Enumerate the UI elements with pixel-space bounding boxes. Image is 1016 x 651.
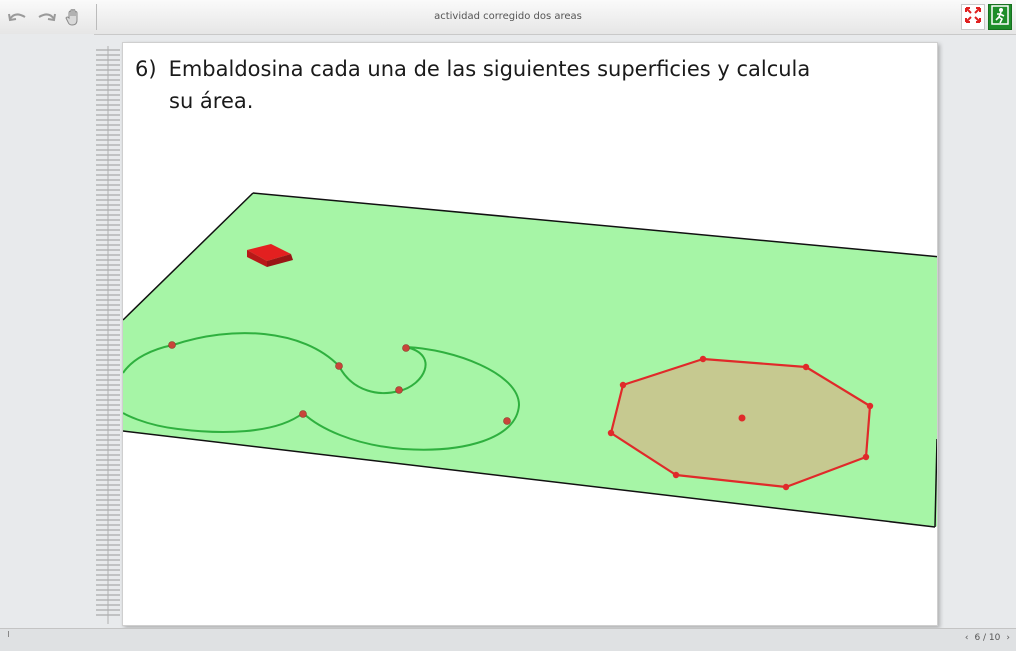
exercise-instruction: 6) Embaldosina cada una de las siguientes…: [135, 53, 915, 117]
curve-point[interactable]: [335, 362, 343, 370]
fullscreen-button[interactable]: [961, 4, 985, 30]
toolbar-left: [6, 5, 86, 29]
curve-point[interactable]: [503, 417, 511, 425]
red-tile[interactable]: [247, 244, 293, 267]
redo-icon[interactable]: [34, 6, 58, 28]
octagon-vertex[interactable]: [672, 471, 680, 479]
page-indicator: 6 / 10: [974, 633, 1001, 643]
curve-point[interactable]: [168, 341, 176, 349]
status-marker: [8, 631, 9, 637]
plane-edge-top: [252, 192, 937, 258]
octagon-center[interactable]: [738, 414, 746, 422]
notebook-page: 6) Embaldosina cada una de las siguientes…: [122, 42, 938, 626]
instruction-line-2: su área.: [169, 89, 254, 113]
notebook-binding: [96, 46, 120, 624]
curve-control-points: [168, 341, 511, 425]
toolbar-right: [961, 4, 1012, 30]
exercise-number: 6): [135, 57, 157, 81]
side-panel: [0, 34, 94, 626]
exit-icon: [991, 5, 1009, 29]
page-navigator: ‹ 6 / 10 ›: [965, 633, 1010, 643]
octagon-vertex[interactable]: [699, 355, 707, 363]
plane-edge-left: [123, 192, 254, 321]
octagon-vertex[interactable]: [862, 453, 870, 461]
octagon-vertex[interactable]: [802, 363, 810, 371]
fullscreen-icon: [965, 7, 981, 27]
plane-edge-right: [934, 438, 937, 528]
instruction-line-1: Embaldosina cada una de las siguientes s…: [168, 57, 811, 81]
octagon-vertex[interactable]: [607, 429, 615, 437]
curve-point[interactable]: [299, 410, 307, 418]
curve-point[interactable]: [395, 386, 403, 394]
geometry-scene: [123, 192, 937, 528]
toolbar-separator: [96, 4, 97, 30]
undo-icon[interactable]: [6, 6, 30, 28]
exit-button[interactable]: [988, 4, 1012, 30]
octagon-vertex[interactable]: [866, 402, 874, 410]
hand-tool-icon[interactable]: [62, 6, 86, 28]
octagon-vertex[interactable]: [782, 483, 790, 491]
status-bar: ‹ 6 / 10 ›: [0, 628, 1016, 651]
next-page-button[interactable]: ›: [1006, 633, 1010, 643]
plane-edge-bottom: [123, 430, 936, 528]
curved-figure[interactable]: [123, 332, 521, 451]
previous-page-button[interactable]: ‹: [964, 633, 969, 643]
title-bar: actividad corregido dos areas: [0, 0, 1016, 35]
octagon-vertices: [607, 355, 874, 491]
window-title: actividad corregido dos areas: [434, 11, 582, 22]
curve-point[interactable]: [402, 344, 410, 352]
octagon-vertex[interactable]: [619, 381, 627, 389]
